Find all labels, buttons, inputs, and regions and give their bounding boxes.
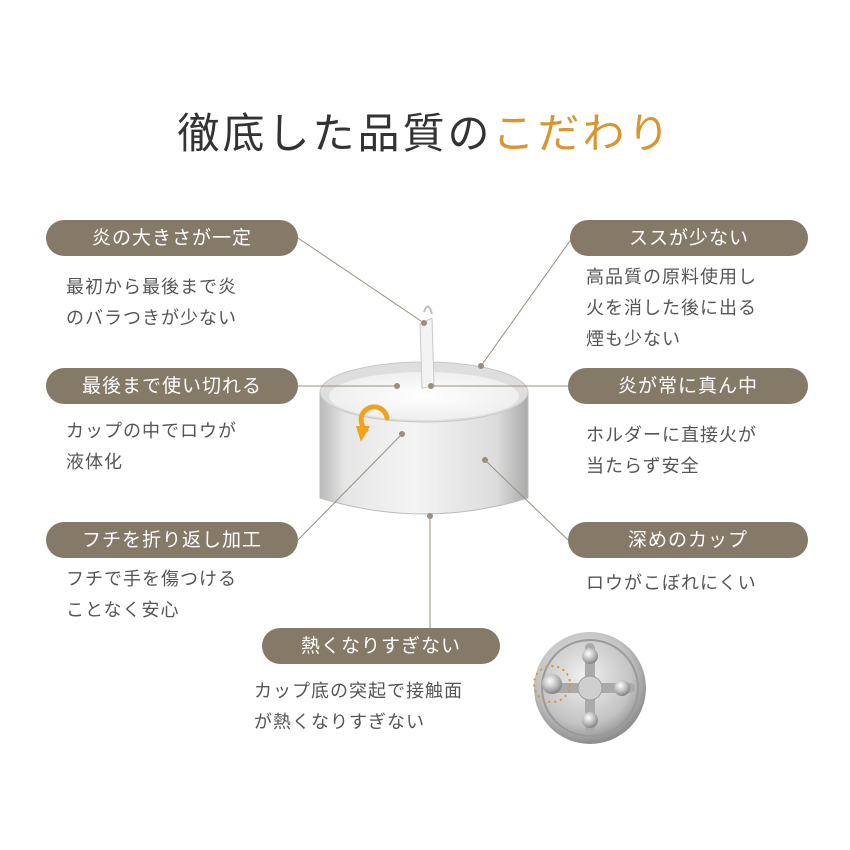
feature-desc-flame-size: 最初から最後まで炎 のバラつきが少ない [66,277,237,329]
cup-bottom-image [533,632,646,744]
rotation-arrow-icon [356,404,390,442]
connector-dots [394,320,488,519]
feature-label-flame-size: 炎の大きさが一定 [46,220,298,256]
tealight-candle [319,305,529,515]
feature-desc-not-too-hot: カップ底の突起で接触面 が熱くなりすぎない [254,681,463,733]
feature-desc-folded-rim: フチで手を傷つける ことなく安心 [66,569,237,621]
feature-label-folded-rim: フチを折り返し加工 [46,522,298,558]
feature-desc-use-to-end: カップの中でロウが 液体化 [66,421,237,473]
feature-desc-centered-flame: ホルダーに直接火が 当たらず安全 [586,425,757,477]
page-title: 徹底した品質のこだわり [0,108,850,160]
feature-label-centered-flame: 炎が常に真ん中 [568,368,808,404]
title-accent: こだわり [492,109,673,158]
feature-label-not-too-hot: 熱くなりすぎない [262,628,500,664]
title-main: 徹底した品質の [177,109,493,158]
feature-label-less-soot: ススが少ない [570,220,808,256]
feature-label-use-to-end: 最後まで使い切れる [46,368,298,404]
connector-lines [297,237,573,628]
feature-label-deep-cup: 深めのカップ [568,522,808,558]
feature-desc-less-soot: 高品質の原料使用し 火を消した後に出る 煙も少ない [586,267,757,350]
feature-desc-deep-cup: ロウがこぼれにくい [586,573,757,594]
